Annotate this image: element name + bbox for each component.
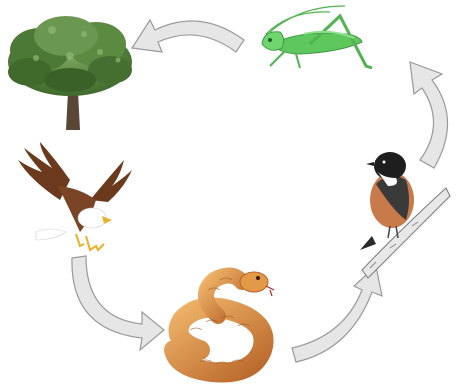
stonechat-bird-icon [360, 152, 450, 278]
arrow-grasshopper-to-tree [132, 20, 244, 52]
grasshopper-icon [262, 6, 372, 68]
snake-icon [174, 272, 274, 373]
arrow-eagle-to-snake [72, 256, 164, 350]
arrow-bird-to-grasshopper [410, 62, 448, 168]
tree-icon [8, 16, 132, 130]
arrow-snake-to-bird [292, 266, 382, 362]
eagle-icon [18, 142, 132, 250]
